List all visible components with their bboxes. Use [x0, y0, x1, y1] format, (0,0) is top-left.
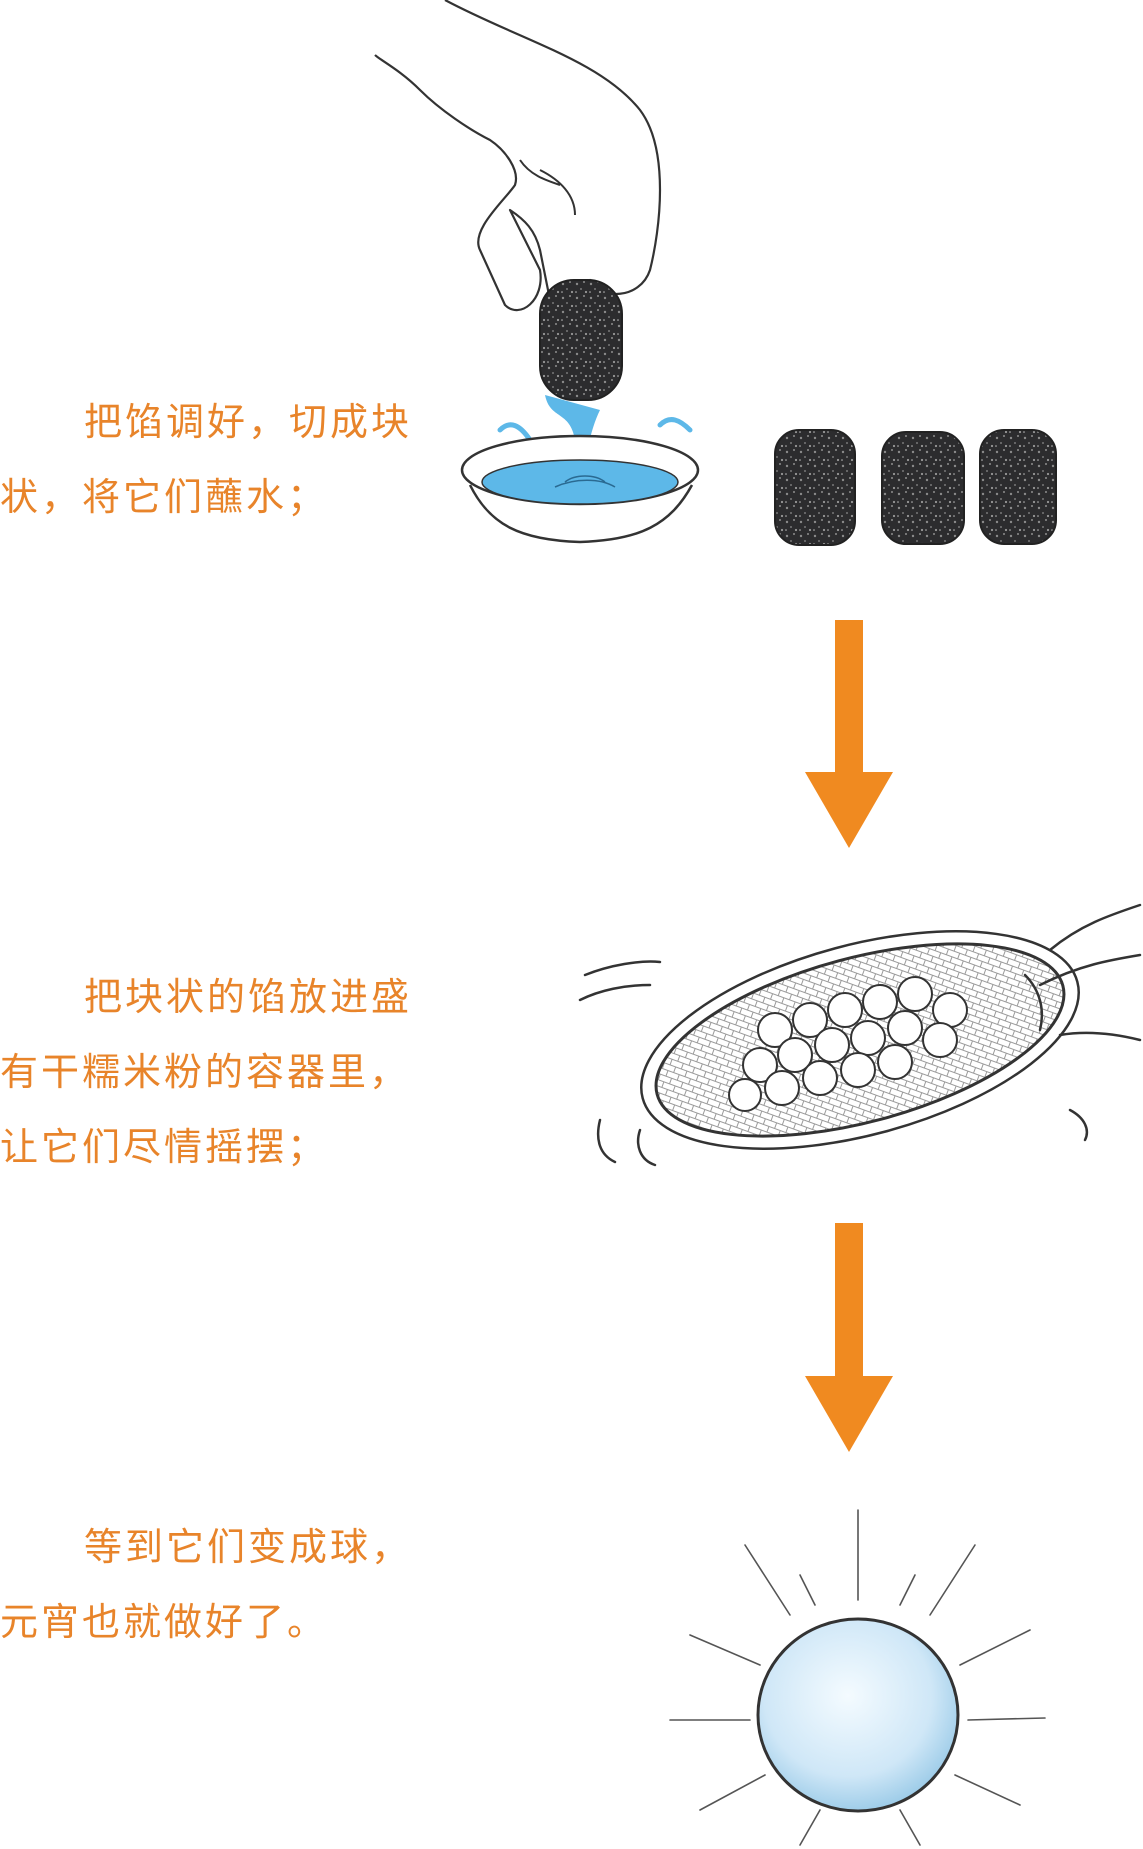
- finished-yuanxiao-illustration: [669, 1509, 1046, 1846]
- step-2-line-2: 有干糯米粉的容器里，: [0, 1050, 411, 1094]
- yuanxiao-ball-icon: [756, 1617, 960, 1813]
- hand-dipping-filling-illustration: [374, 0, 700, 544]
- step-1-caption: 把馅调好，切成块 状，将它们蘸水；: [0, 385, 440, 535]
- down-arrow-icon: [805, 620, 893, 848]
- hand-icon: [374, 0, 662, 316]
- water-drip-icon: [545, 395, 600, 490]
- filling-piece: [979, 429, 1057, 545]
- hand-holding-sieve-icon: [1023, 903, 1142, 1042]
- step-2-line-1: 把块状的馅放进盛: [84, 975, 413, 1019]
- sparkle-rays: [669, 1509, 1046, 1846]
- step-1-line-1: 把馅调好，切成块: [84, 400, 413, 444]
- filling-piece-dipped: [539, 279, 623, 401]
- step-1-line-2: 状，将它们蘸水；: [0, 475, 329, 519]
- down-arrow-icon: [805, 1223, 893, 1452]
- step-3-caption: 等到它们变成球， 元宵也就做好了。: [0, 1510, 440, 1660]
- step-2-caption: 把块状的馅放进盛 有干糯米粉的容器里， 让它们尽情摇摆；: [0, 960, 460, 1185]
- step-2-line-3: 让它们尽情摇摆；: [0, 1125, 329, 1169]
- motion-lines: [578, 960, 1089, 1167]
- filling-piece: [881, 431, 965, 545]
- filling-pieces: [774, 429, 1057, 546]
- step-3-line-1: 等到它们变成球，: [84, 1525, 413, 1569]
- rice-ball-cluster: [728, 976, 968, 1112]
- step-3-line-2: 元宵也就做好了。: [0, 1600, 329, 1644]
- filling-piece: [774, 429, 856, 546]
- bowl-icon: [460, 434, 700, 544]
- sieve-shaking-illustration: [578, 903, 1142, 1167]
